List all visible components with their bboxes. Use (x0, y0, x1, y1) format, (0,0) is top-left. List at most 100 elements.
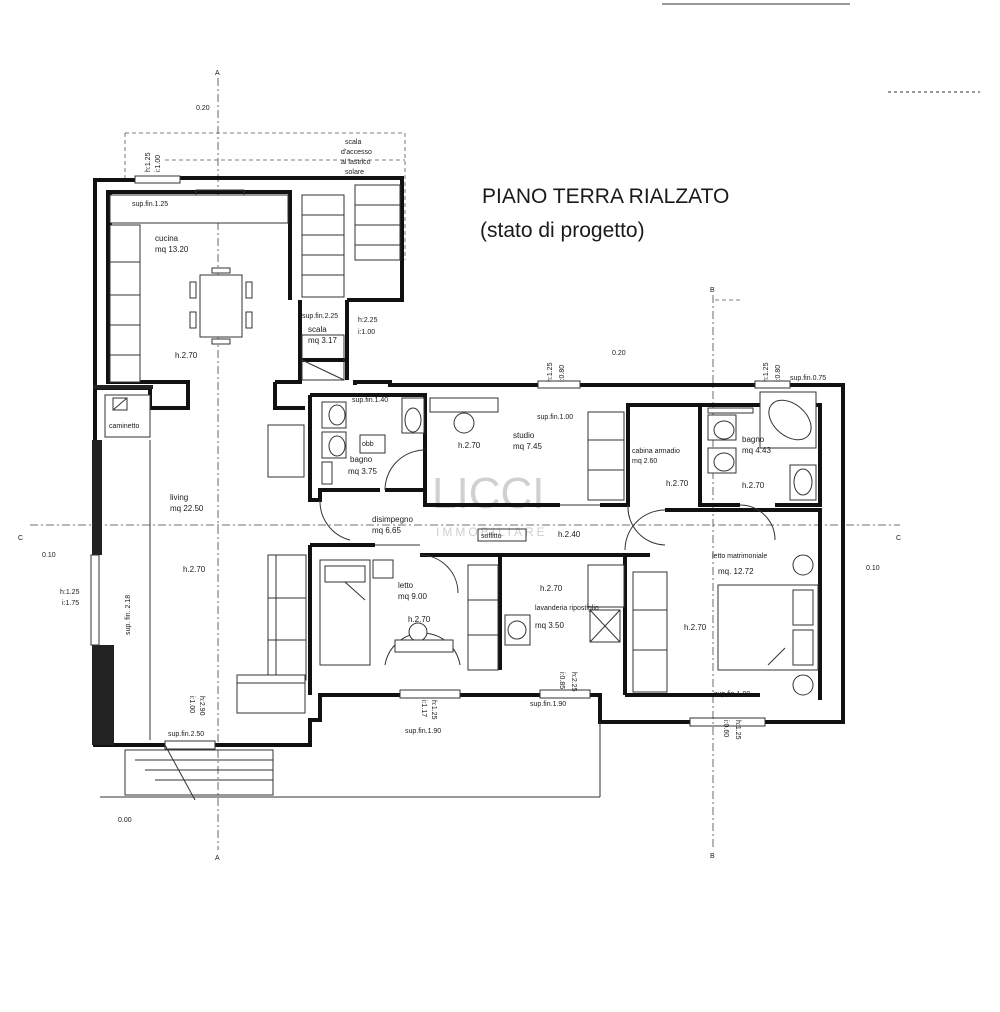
room-area-disimpegno: mq 6.65 (372, 526, 401, 535)
room-area-studio: mq 7.45 (513, 442, 542, 451)
room-area-letto: mq 9.00 (398, 592, 427, 601)
lintel-top-kitchen: i:1.00 (155, 155, 162, 172)
room-area-matrimoniale: mq. 12.72 (718, 567, 754, 576)
obb-label: obb (362, 441, 374, 448)
bedroom-furniture (319, 559, 499, 671)
room-area-cabina: mq 2.60 (632, 458, 657, 465)
lintel-entrance: i:1.00 (188, 696, 195, 713)
living-furniture (149, 424, 307, 740)
lintel-stair: i:1.00 (358, 329, 375, 336)
level-right: 0.10 (866, 565, 880, 572)
room-name-living: living (170, 493, 188, 502)
height-studio-window: h:1.25 (547, 362, 554, 382)
wall-segment-left-lower (92, 645, 114, 745)
sill-kitchen: sup.fin.1.25 (132, 201, 168, 208)
section-mark-a-top: A (215, 70, 220, 77)
section-mark-b-bottom: B (710, 853, 715, 860)
plan-subtitle: (stato di progetto) (480, 219, 645, 242)
sill-entrance: sup.fin.2.50 (168, 731, 204, 738)
section-mark-c-left: C (18, 535, 23, 542)
sill-master: sup.fin.1.88 (714, 691, 750, 698)
room-height-cucina: h.2.70 (175, 351, 198, 360)
room-labels: cucina mq 13.20 h.2.70 scala mq 3.17 liv… (155, 234, 771, 632)
room-area-bagno1: mq 3.75 (348, 467, 377, 476)
height-bath2-window: h:1.25 (763, 362, 770, 382)
room-area-lavanderia: mq 3.50 (535, 621, 564, 630)
wall-segment (93, 385, 153, 389)
room-name-matrimoniale: letto matrimoniale (712, 553, 767, 560)
fireplace-label: caminetto (109, 423, 139, 430)
room-height-letto: h.2.70 (408, 615, 431, 624)
room-height-lavanderia: h.2.70 (540, 584, 563, 593)
sill-left-window: sup. fin. 2.18 (125, 595, 132, 635)
desk-chair (408, 622, 428, 642)
lintel-bath2-window: i:0.80 (775, 365, 782, 382)
lintel-master-window: i:0.60 (722, 720, 729, 737)
room-name-lavanderia: lavanderia ripostiglio (535, 605, 599, 612)
room-name-cucina: cucina (155, 234, 179, 243)
level-top: 0.20 (196, 105, 210, 112)
lintel-studio-window: i:0.80 (559, 365, 566, 382)
soffitto-box (477, 528, 527, 542)
studio-furniture (429, 397, 625, 501)
height-master-window: h:1.25 (734, 720, 741, 740)
room-area-living: mq 22.50 (170, 504, 204, 513)
watermark-logo: LICCI (432, 469, 544, 518)
office-chair (453, 412, 475, 434)
kitchen-furniture (109, 194, 289, 383)
master-wardrobe (632, 571, 668, 693)
height-stair: h:2.25 (358, 317, 378, 324)
sill-bedroom: sup.fin.1.90 (405, 728, 441, 735)
stairs (100, 184, 601, 798)
section-mark-c-right: C (896, 535, 901, 542)
bathroom-1-fixtures (321, 397, 425, 485)
level-bottom: 0.00 (118, 817, 132, 824)
room-area-bagno2: mq 4.43 (742, 446, 771, 455)
height-laundry-window: h:2.25 (570, 672, 577, 692)
armchair (267, 424, 305, 478)
room-name-bagno2: bagno (742, 435, 765, 444)
sill-bath2: sup.fin.0.75 (790, 375, 826, 382)
windows (90, 175, 791, 750)
lintel-left-window: i:1.75 (62, 600, 79, 607)
room-name-disimpegno: disimpegno (372, 515, 413, 524)
height-bedroom-window: h:1.25 (430, 700, 437, 720)
sill-stair: sup.fin.2.25 (302, 313, 338, 320)
room-name-letto: letto (398, 581, 414, 590)
lintel-laundry-window: i:0.85 (558, 672, 565, 689)
roof-stair-label-4: solare (345, 169, 364, 176)
master-bedroom-furniture (632, 554, 819, 696)
height-top-kitchen: h:1.25 (145, 152, 152, 172)
room-name-cabina: cabina armadio (632, 448, 680, 455)
sofa-corner (236, 674, 306, 714)
room-area-cucina: mq 13.20 (155, 245, 189, 254)
section-mark-b-top: B (710, 287, 715, 294)
room-height-bagno2: h.2.70 (742, 481, 765, 490)
room-area-scala: mq 3.17 (308, 336, 337, 345)
laundry-fixtures (504, 564, 625, 646)
sill-laundry: sup.fin.1.90 (530, 701, 566, 708)
level-mid: 0.20 (612, 350, 626, 357)
room-height-disimpegno: h.2.40 (558, 530, 581, 539)
room-height-matrimoniale: h.2.70 (684, 623, 707, 632)
soffitto-label: soffitto (481, 533, 502, 540)
doors (164, 449, 776, 801)
roof-stair-label-1: scala (345, 139, 361, 146)
roof-stair-label-3: al lastrico (341, 159, 371, 166)
room-name-bagno1: bagno (350, 455, 373, 464)
room-name-studio: studio (513, 431, 535, 440)
annotation-labels: caminetto scala d'accesso al lastrico so… (60, 139, 826, 740)
level-left: 0.10 (42, 552, 56, 559)
height-entrance: h:2.90 (198, 696, 205, 716)
sill-studio: sup.fin.1.00 (537, 414, 573, 421)
section-mark-a-bottom: A (215, 855, 220, 862)
dining-table (199, 274, 243, 338)
plan-title: PIANO TERRA RIALZATO (482, 185, 729, 208)
room-height-studio: h.2.70 (458, 441, 481, 450)
room-height-living: h.2.70 (183, 565, 206, 574)
bed-wardrobe (467, 564, 499, 671)
sill-bath1: sup.fin.1.40 (352, 397, 388, 404)
sofa (267, 554, 307, 681)
roof-stair-label-2: d'accesso (341, 149, 372, 156)
